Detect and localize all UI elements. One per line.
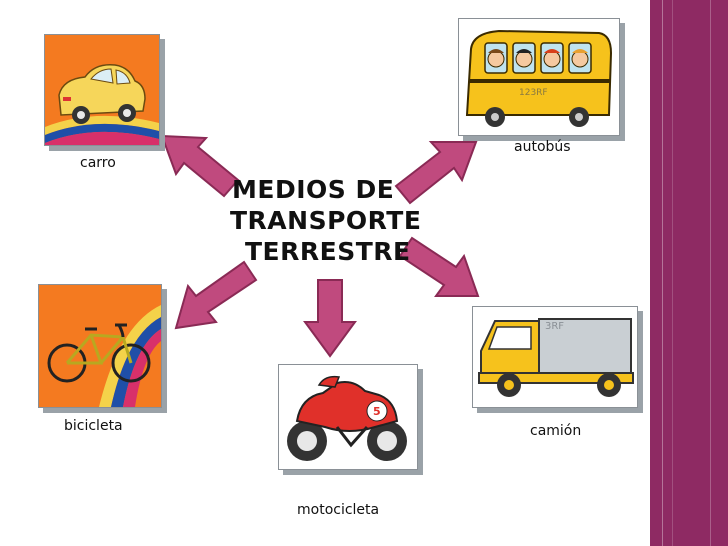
node-label: motocicleta: [297, 502, 380, 518]
car-illustration: [45, 35, 159, 145]
arrow-to-autobus: [394, 141, 478, 205]
node-label: bicicleta: [64, 418, 123, 434]
truck-illustration: 3RF: [473, 307, 637, 407]
truck-watermark: 3RF: [545, 321, 564, 332]
motorcycle-illustration: 5: [279, 365, 417, 469]
bicycle-illustration: [39, 285, 161, 407]
title-line-1: MEDIOS DE: [232, 175, 395, 204]
autobus-card: 123RF: [458, 18, 620, 136]
bus-watermark: 123RF: [519, 88, 548, 98]
sidebar-stripe: [662, 0, 663, 546]
school-bus-illustration: 123RF: [459, 19, 619, 135]
arrow-to-carro: [160, 134, 240, 198]
node-label: carro: [80, 155, 116, 171]
moto-number: 5: [373, 405, 381, 418]
sidebar-stripe: [672, 0, 673, 546]
diagram-title: MEDIOS DE TRANSPORTE TERRESTRE: [220, 174, 422, 267]
camion-card: 3RF: [472, 306, 638, 408]
arrow-to-bicicleta: [174, 260, 258, 330]
sidebar-stripe: [710, 0, 711, 546]
node-label: autobús: [514, 139, 571, 155]
arrows-layer: [160, 134, 480, 358]
node-label: camión: [530, 423, 582, 439]
carro-card: [44, 34, 160, 146]
bicicleta-card: [38, 284, 162, 408]
arrow-to-motocicleta: [303, 279, 357, 358]
title-line-2: TRANSPORTE: [230, 206, 422, 235]
motocicleta-card: 5: [278, 364, 418, 470]
sidebar-decoration: [650, 0, 728, 546]
arrow-to-camion: [398, 236, 480, 297]
title-line-3: TERRESTRE: [245, 237, 411, 266]
